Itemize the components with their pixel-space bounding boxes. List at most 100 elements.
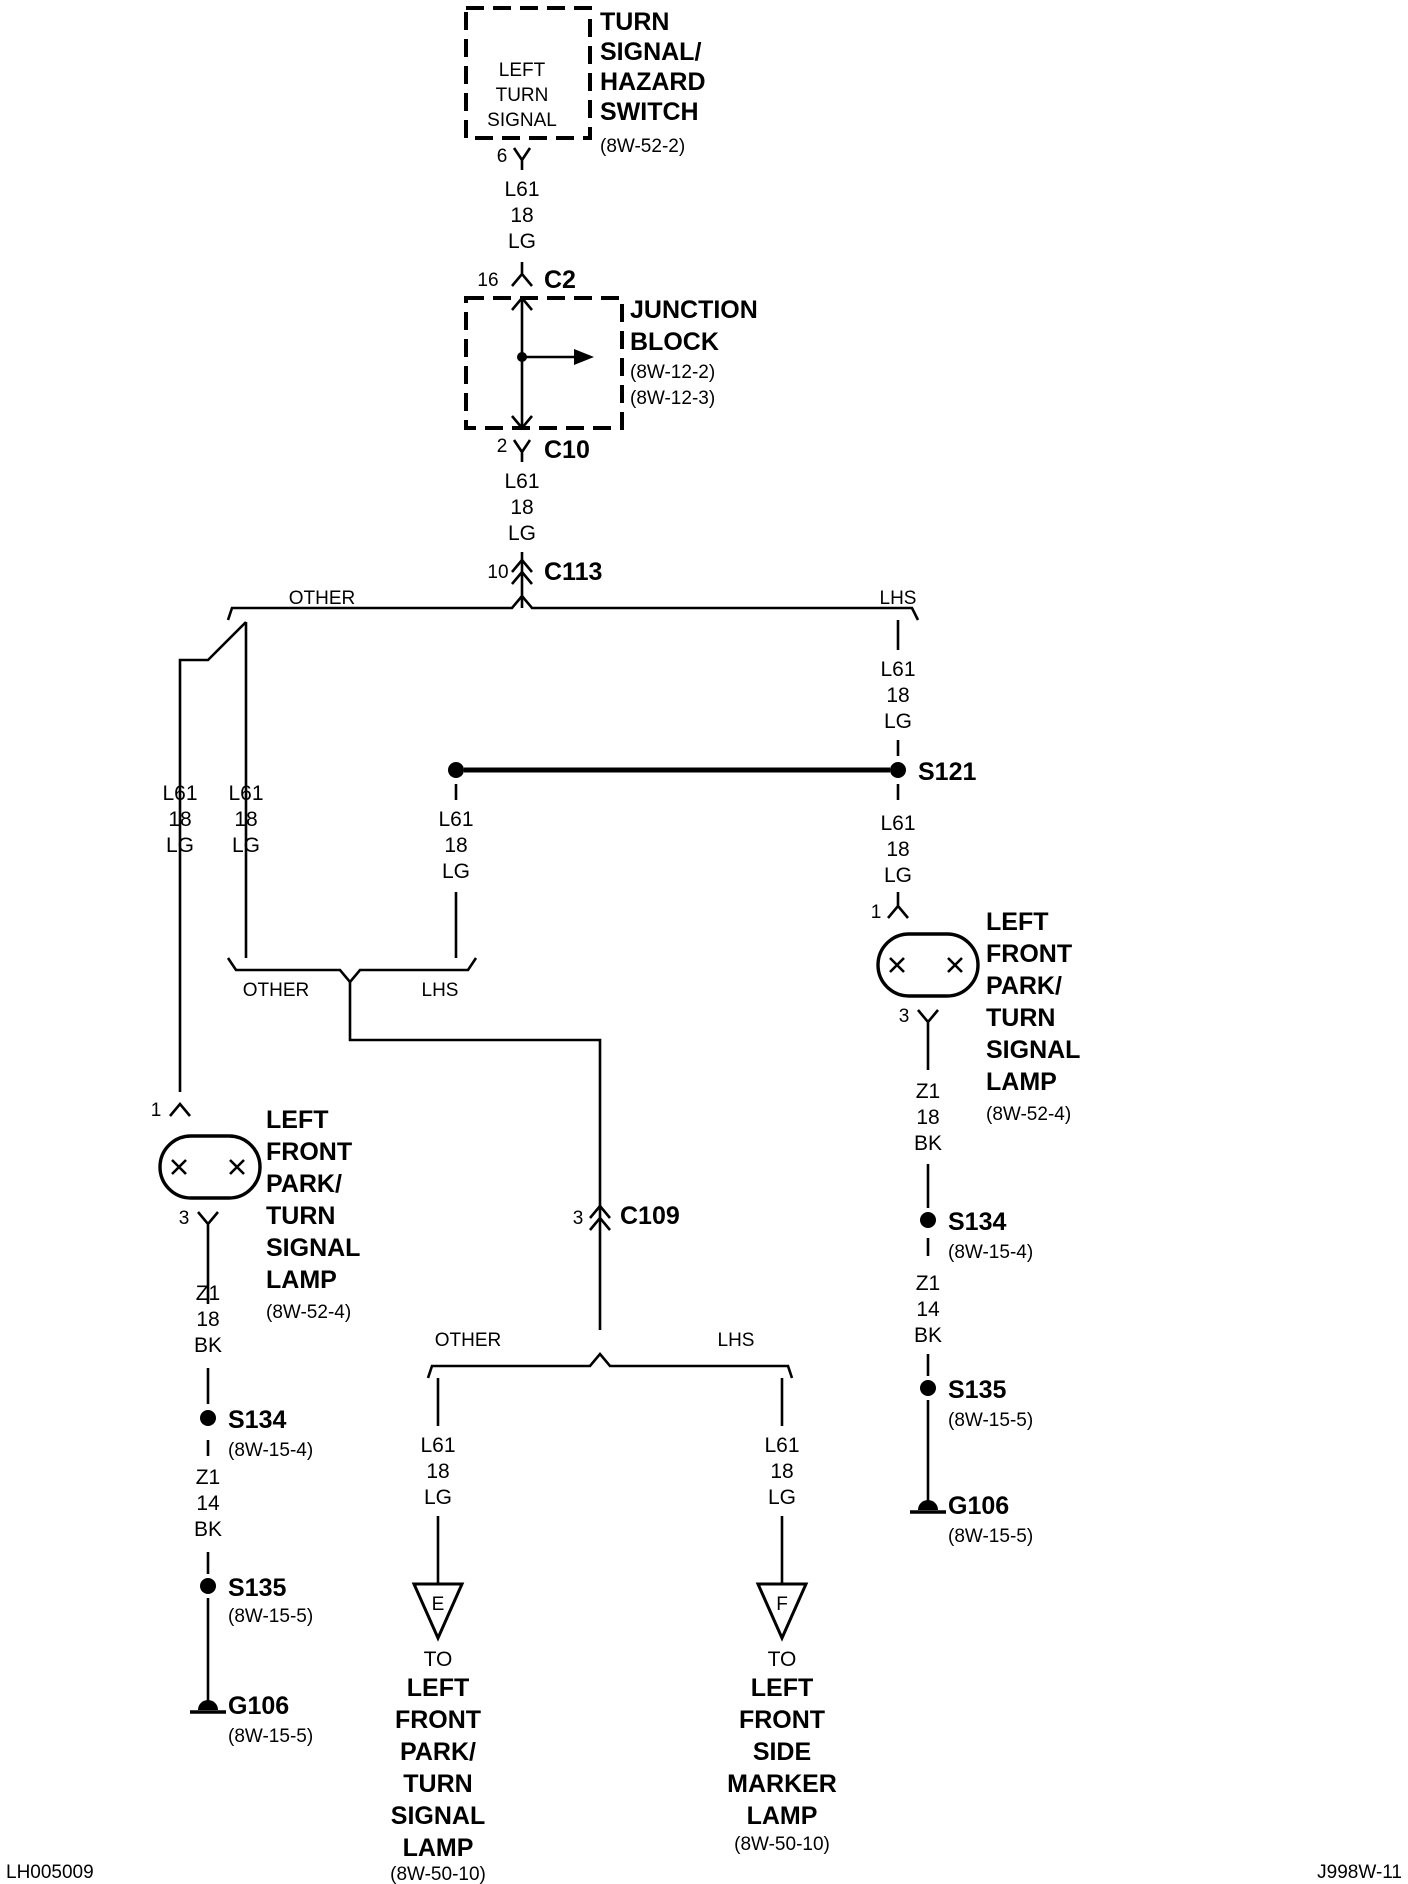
wire-label-6-gauge: 18 <box>426 1460 449 1483</box>
right-lamp-pin-in: 1 <box>871 902 882 923</box>
c113-pin: 10 <box>487 562 508 583</box>
right-s134-splice <box>920 1212 936 1228</box>
connector-f-title-3: SIDE <box>753 1738 811 1766</box>
junction-ref-1: (8W-12-2) <box>630 362 715 383</box>
s121-splice <box>890 762 906 778</box>
switch-ref: (8W-52-2) <box>600 136 685 157</box>
wire-label-8-color: LG <box>884 710 912 733</box>
right-s135-label: S135 <box>948 1376 1006 1404</box>
c10-terminal <box>512 439 532 462</box>
wire-label-2-circuit: L61 <box>504 470 539 493</box>
branch-middle-lhs: LHS <box>422 980 459 1001</box>
right-s135-splice <box>920 1380 936 1396</box>
footer-left-code: LH005009 <box>6 1862 94 1883</box>
middle-to-c109-wire <box>348 982 602 1330</box>
left-s135-splice <box>200 1578 216 1594</box>
junction-title-line-1: JUNCTION <box>630 296 758 324</box>
junction-arrow-down <box>511 415 533 431</box>
right-lamp-pin-out: 3 <box>899 1006 910 1027</box>
right-lamp-terminal-out <box>917 1009 939 1070</box>
connector-f-triangle <box>755 1582 809 1642</box>
branch-c113-other: OTHER <box>289 588 356 609</box>
right-lamp-title-1: LEFT <box>986 908 1049 936</box>
left-lamp-title-6: LAMP <box>266 1266 337 1294</box>
branch-middle-other: OTHER <box>243 980 310 1001</box>
left-wire-z1-18-gauge: 18 <box>196 1308 219 1331</box>
wire-label-9-circuit: L61 <box>880 812 915 835</box>
connector-e-title-3: PARK/ <box>400 1738 476 1766</box>
wire-label-4-gauge: 18 <box>234 808 257 831</box>
right-wire-z1-14-gauge: 14 <box>916 1298 940 1321</box>
switch-title-line-1: TURN <box>600 8 669 36</box>
connector-f-title-2: FRONT <box>739 1706 825 1734</box>
connector-e-title-5: SIGNAL <box>391 1802 485 1830</box>
c109-label: C109 <box>620 1202 680 1230</box>
wire-label-4-color: LG <box>232 834 260 857</box>
wire-label-7-gauge: 18 <box>770 1460 793 1483</box>
c109-pin: 3 <box>573 1208 584 1229</box>
left-wire-z1-14-gauge: 14 <box>196 1492 220 1515</box>
right-s135-ref: (8W-15-5) <box>948 1410 1033 1431</box>
left-s135-label: S135 <box>228 1574 286 1602</box>
left-lamp-title-4: TURN <box>266 1202 335 1230</box>
branch-c113 <box>226 593 920 621</box>
switch-title-line-3: HAZARD <box>600 68 706 96</box>
branch-c109-lhs: LHS <box>718 1330 755 1351</box>
right-lamp-terminal-in <box>887 892 909 919</box>
switch-pin: 6 <box>497 146 508 167</box>
junction-arrow-up <box>511 295 533 311</box>
left-s134-label: S134 <box>228 1406 286 1434</box>
left-g106-ground-icon <box>198 1700 218 1710</box>
wire-label-9-gauge: 18 <box>886 838 909 861</box>
connector-e-title-2: FRONT <box>395 1706 481 1734</box>
wire-label-1-gauge: 18 <box>510 204 533 227</box>
wire-label-9-color: LG <box>884 864 912 887</box>
s121-left-node <box>448 762 464 778</box>
left-lamp-pin-out: 3 <box>179 1208 190 1229</box>
wire-label-3-gauge: 18 <box>168 808 191 831</box>
junction-ref-2: (8W-12-3) <box>630 388 715 409</box>
wire-label-7-color: LG <box>768 1486 796 1509</box>
connector-f-letter: F <box>776 1594 788 1615</box>
left-g106-ref: (8W-15-5) <box>228 1726 313 1747</box>
connector-f-title-4: MARKER <box>727 1770 837 1798</box>
c2-label: C2 <box>544 266 576 294</box>
s121-label: S121 <box>918 758 976 786</box>
wire-label-7-circuit: L61 <box>764 1434 799 1457</box>
junction-block-box <box>464 296 624 430</box>
c109-connector <box>589 1203 611 1231</box>
left-s134-splice <box>200 1410 216 1426</box>
c10-label: C10 <box>544 436 590 464</box>
switch-title-line-4: SWITCH <box>600 98 699 126</box>
left-s135-ref: (8W-15-5) <box>228 1606 313 1627</box>
switch-inner-line-1: LEFT <box>499 60 546 81</box>
left-lamp-terminal-in <box>169 1101 191 1117</box>
right-lamp-title-4: TURN <box>986 1004 1055 1032</box>
wire-label-3-color: LG <box>166 834 194 857</box>
left-lamp-terminal-out <box>197 1211 219 1304</box>
c2-terminal <box>511 262 533 287</box>
wire-label-1-circuit: L61 <box>504 178 539 201</box>
wire-label-1-color: LG <box>508 230 536 253</box>
wire-label-2-gauge: 18 <box>510 496 533 519</box>
wire-label-5-color: LG <box>442 860 470 883</box>
left-g106-label: G106 <box>228 1692 289 1720</box>
wire-label-5-circuit: L61 <box>438 808 473 831</box>
right-g106-ground-icon <box>918 1500 938 1510</box>
footer-right-code: J998W-11 <box>1317 1862 1402 1883</box>
turn-signal-switch-box <box>464 6 592 140</box>
c113-label: C113 <box>544 558 602 586</box>
right-lamp-ref: (8W-52-4) <box>986 1104 1071 1125</box>
right-wire-z1-18-color: BK <box>914 1132 942 1155</box>
wire-label-6-circuit: L61 <box>420 1434 455 1457</box>
wire-label-6-color: LG <box>424 1486 452 1509</box>
wire-label-3-circuit: L61 <box>162 782 197 805</box>
c2-pin: 16 <box>477 270 498 291</box>
connector-e-title-6: LAMP <box>403 1834 474 1862</box>
branch-c109-other: OTHER <box>435 1330 502 1351</box>
right-wire-z1-14-circuit: Z1 <box>916 1272 941 1295</box>
connector-e-triangle <box>411 1582 465 1642</box>
connector-e-letter: E <box>432 1594 445 1615</box>
left-lamp-title-3: PARK/ <box>266 1170 342 1198</box>
right-s134-ref: (8W-15-4) <box>948 1242 1033 1263</box>
